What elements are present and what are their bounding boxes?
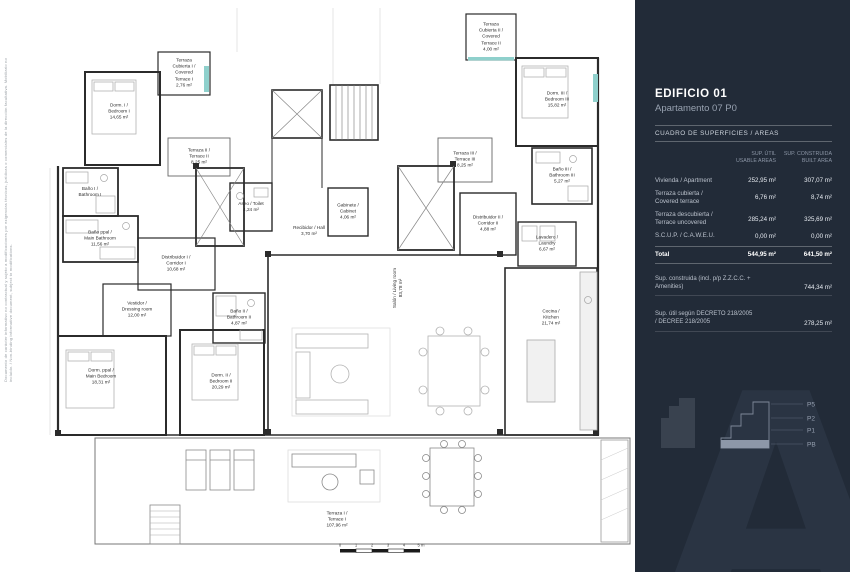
scale-tick: 1 [355,543,358,548]
floor-plan-area: 0 1 2 3 4 5 m Terraza Cubierta I / Cover… [49,8,631,553]
room-label-distribuidor-1: Distribuidor I / Corridor I 10,68 m² [161,254,191,273]
total-usable-value: 544,95 m² [747,251,776,259]
extra-row-value: 278,25 m² [804,319,832,327]
extra-row-label: Sup. útil según DECRETO 218/2005 / DECRE… [655,311,753,326]
room-label-cocina: Cocina / Kitchen 21,74 m² [541,308,561,327]
area-usable-value: 252,95 m² [748,177,776,185]
building-section-diagram: P5 P2 P1 PB [655,388,833,457]
room-label-lavadero: Lavadero / Laundry 6,67 m² [535,234,559,253]
building-title: EDIFICIO 01 [655,88,728,100]
info-panel: EDIFICIO 01 Apartamento 07 P0 CUADRO DE … [635,0,850,572]
extra-row-label: Sup. construida (incl. p/p Z.Z.C.C. + Am… [655,275,751,290]
scale-tick: 3 [387,543,390,548]
glazing-layer [204,57,598,102]
area-built-value: 8,74 m² [811,194,832,202]
areas-table-header: SUP. ÚTIL USABLE AREAS SUP. CONSTRUIDA B… [655,151,832,165]
terrace-layer [94,437,631,545]
area-row-total: Total 544,95 m² 641,50 m² [655,245,832,264]
furniture-layer [65,65,598,431]
scale-tick: 4 [403,543,406,548]
areas-col-spacer [655,151,728,165]
extra-row-value: 744,34 m² [804,284,832,292]
area-built-value: 325,69 m² [804,215,832,223]
building-silhouette-icon [661,398,695,448]
area-row-construida-amenities: Sup. construida (incl. p/p Z.Z.C.C. + Am… [655,276,832,297]
room-label-dorm-ppal: Dorm. ppal / Main Bedroom 18,31 m² [85,367,117,386]
area-usable-value: 6,76 m² [755,194,776,202]
building-section-outline-icon [720,401,770,449]
room-label-dorm-3: Dorm. III / Bedroom III 15,82 m² [544,90,570,109]
areas-col-built: SUP. CONSTRUIDA BUILT AREA [783,151,832,165]
areas-col-usable: SUP. ÚTIL USABLE AREAS [735,151,776,165]
area-row-vivienda: Vivienda / Apartment 252,95 m² 307,07 m² [655,174,832,187]
room-label-bano-2: Baño II / Bathroom II 4,87 m² [226,308,252,327]
room-label-salon: Salón / Living room 83,78 m² [391,267,403,309]
area-usable-value: 285,24 m² [748,215,776,223]
room-label-terraza-2: Terraza II / Terrace II 8,25 m² [187,147,211,166]
area-row-decreto: Sup. útil según DECRETO 218/2005 / DECRE… [655,311,832,332]
room-label-recibidor: Recibidor / Hall 3,70 m² [293,224,325,236]
area-row-terraza-descubierta: Terraza descubierta / Terrace uncovered … [655,208,832,229]
area-usable-value: 0,00 m² [755,232,776,240]
room-label-bano-1: Baño I / Bathroom I [78,185,102,197]
areas-section-header: CUADRO DE SUPERFICIES / AREAS [655,125,832,142]
room-label-aseo: Aseo / Toilet 4,24 m² [238,200,264,212]
area-row-label: Vivienda / Apartment [655,176,712,184]
area-built-value: 307,07 m² [804,177,832,185]
scale-tick: 5 m [418,543,425,548]
total-built-value: 641,50 m² [803,251,832,259]
area-row-label: Terraza cubierta / Covered terrace [655,189,703,205]
room-label-distribuidor-2: Distribuidor II / Corridor II 4,88 m² [472,214,504,233]
floor-callout-lines [771,403,803,445]
brand-watermark-a: A [659,331,850,572]
room-label-terraza-cubierta-1: Terraza Cubierta I / Covered Terrace I 2… [172,57,196,88]
room-label-bano-3: Baño III / Bathroom III 5,27 m² [549,166,575,185]
bathroom-fixtures [65,151,589,341]
room-label-dorm-2: Dorm. II / Bedroom II 20,29 m² [209,372,233,391]
elevator-icon [195,89,455,251]
walls-layer [56,13,600,436]
area-built-value: 0,00 m² [811,232,832,240]
area-row-scup: S.C.U.P. / C.A.W.E.U. 0,00 m² 0,00 m² [655,230,832,243]
room-label-terraza-1: Terraza I / Terrace I 107,96 m² [326,510,348,529]
floor-label: P2 [807,416,815,423]
legal-disclaimer-text: Documento de carácter informativo no con… [3,57,13,382]
floor-label: P5 [807,402,815,409]
scale-tick: 0 [339,543,342,548]
construction-grid-lines [49,8,381,435]
room-label-terraza-3: Terraza III / Terrace III 8,25 m² [453,150,477,169]
room-label-terraza-cubierta-2: Terraza Cubierta II / Covered Terrace II… [478,21,504,52]
stairs-icon [329,84,379,141]
floor-plan-drawing: 0 1 2 3 4 5 m [49,8,631,553]
area-row-label: S.C.U.P. / C.A.W.E.U. [655,232,715,240]
structural-columns [55,161,599,436]
area-row-label: Terraza descubierta / Terrace uncovered [655,210,713,227]
room-label-gabinete: Gabinete / Cabinet 4,06 m² [337,202,359,221]
total-label: Total [655,250,670,258]
room-label-dorm-1: Dorm. I / Bedroom I 14,65 m² [108,102,130,121]
area-row-terraza-cubierta: Terraza cubierta / Covered terrace 6,76 … [655,187,832,208]
floor-label: P1 [807,428,815,435]
room-label-vestidor: Vestidor / Dressing room 12,00 m² [121,300,153,319]
areas-table: Vivienda / Apartment 252,95 m² 307,07 m²… [655,174,832,332]
room-label-bano-ppal: Baño ppal / Main Bathroom 11,56 m² [84,229,116,248]
floor-label: PB [807,442,816,449]
scale-tick: 2 [371,543,374,548]
apartment-subtitle: Apartamento 07 P0 [655,103,737,114]
highlighted-floor [721,440,769,448]
scale-bar: 0 1 2 3 4 5 m [339,543,425,553]
